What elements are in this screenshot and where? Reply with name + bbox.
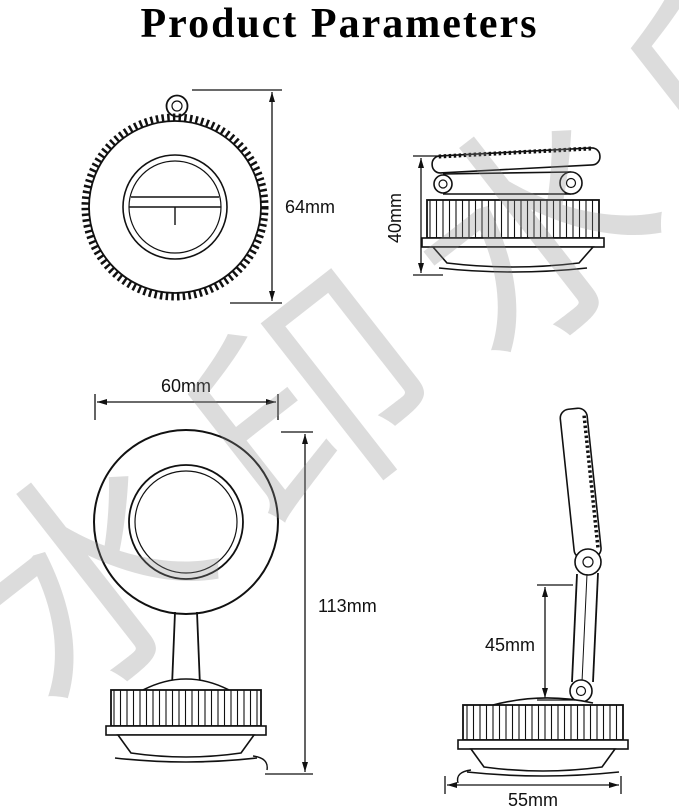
knurled-head-ring [81,113,269,301]
dimension-64mm: 64mm [192,89,335,304]
folded-side-view-drawing: 40mm [385,146,605,276]
tilted-head-plate [559,407,602,560]
hinge-bracket [433,171,583,195]
extended-side-view-drawing: 45mm 55mm [444,407,629,810]
head-front-view-drawing: 64mm [81,89,335,304]
stem [171,611,201,687]
upper-hinge [574,548,602,576]
dimension-113mm: 113mm [265,431,377,775]
suction-base-side [456,697,629,784]
ring-head [93,429,279,615]
suction-base [105,678,268,771]
folded-head-plate [431,146,601,174]
page-title: Product Parameters [140,1,539,47]
knurled-base [421,199,605,273]
lower-hinge [569,679,593,703]
dimension-55mm: 55mm [444,776,622,810]
total-height-dimension-label: 113mm [318,596,377,616]
hanging-ring [165,94,189,118]
base-width-dimension-label: 55mm [508,790,558,810]
head-front-view-figure: 64mm [80,85,345,320]
full-front-view-figure: 60mm 113mm [85,372,385,784]
folded-side-view-figure: 40mm [375,130,625,305]
dimension-40mm: 40mm [385,155,443,276]
dimension-45mm: 45mm [485,584,575,701]
support-arm [571,572,599,683]
ring-width-dimension-label: 60mm [161,376,211,396]
arm-length-dimension-label: 45mm [485,635,535,655]
head-height-dimension-label: 64mm [285,197,335,217]
dimension-60mm: 60mm [94,376,279,420]
folded-height-dimension-label: 40mm [385,193,405,243]
full-front-view-drawing: 60mm 113mm [93,376,377,775]
extended-side-view-figure: 45mm 55mm [425,400,679,811]
